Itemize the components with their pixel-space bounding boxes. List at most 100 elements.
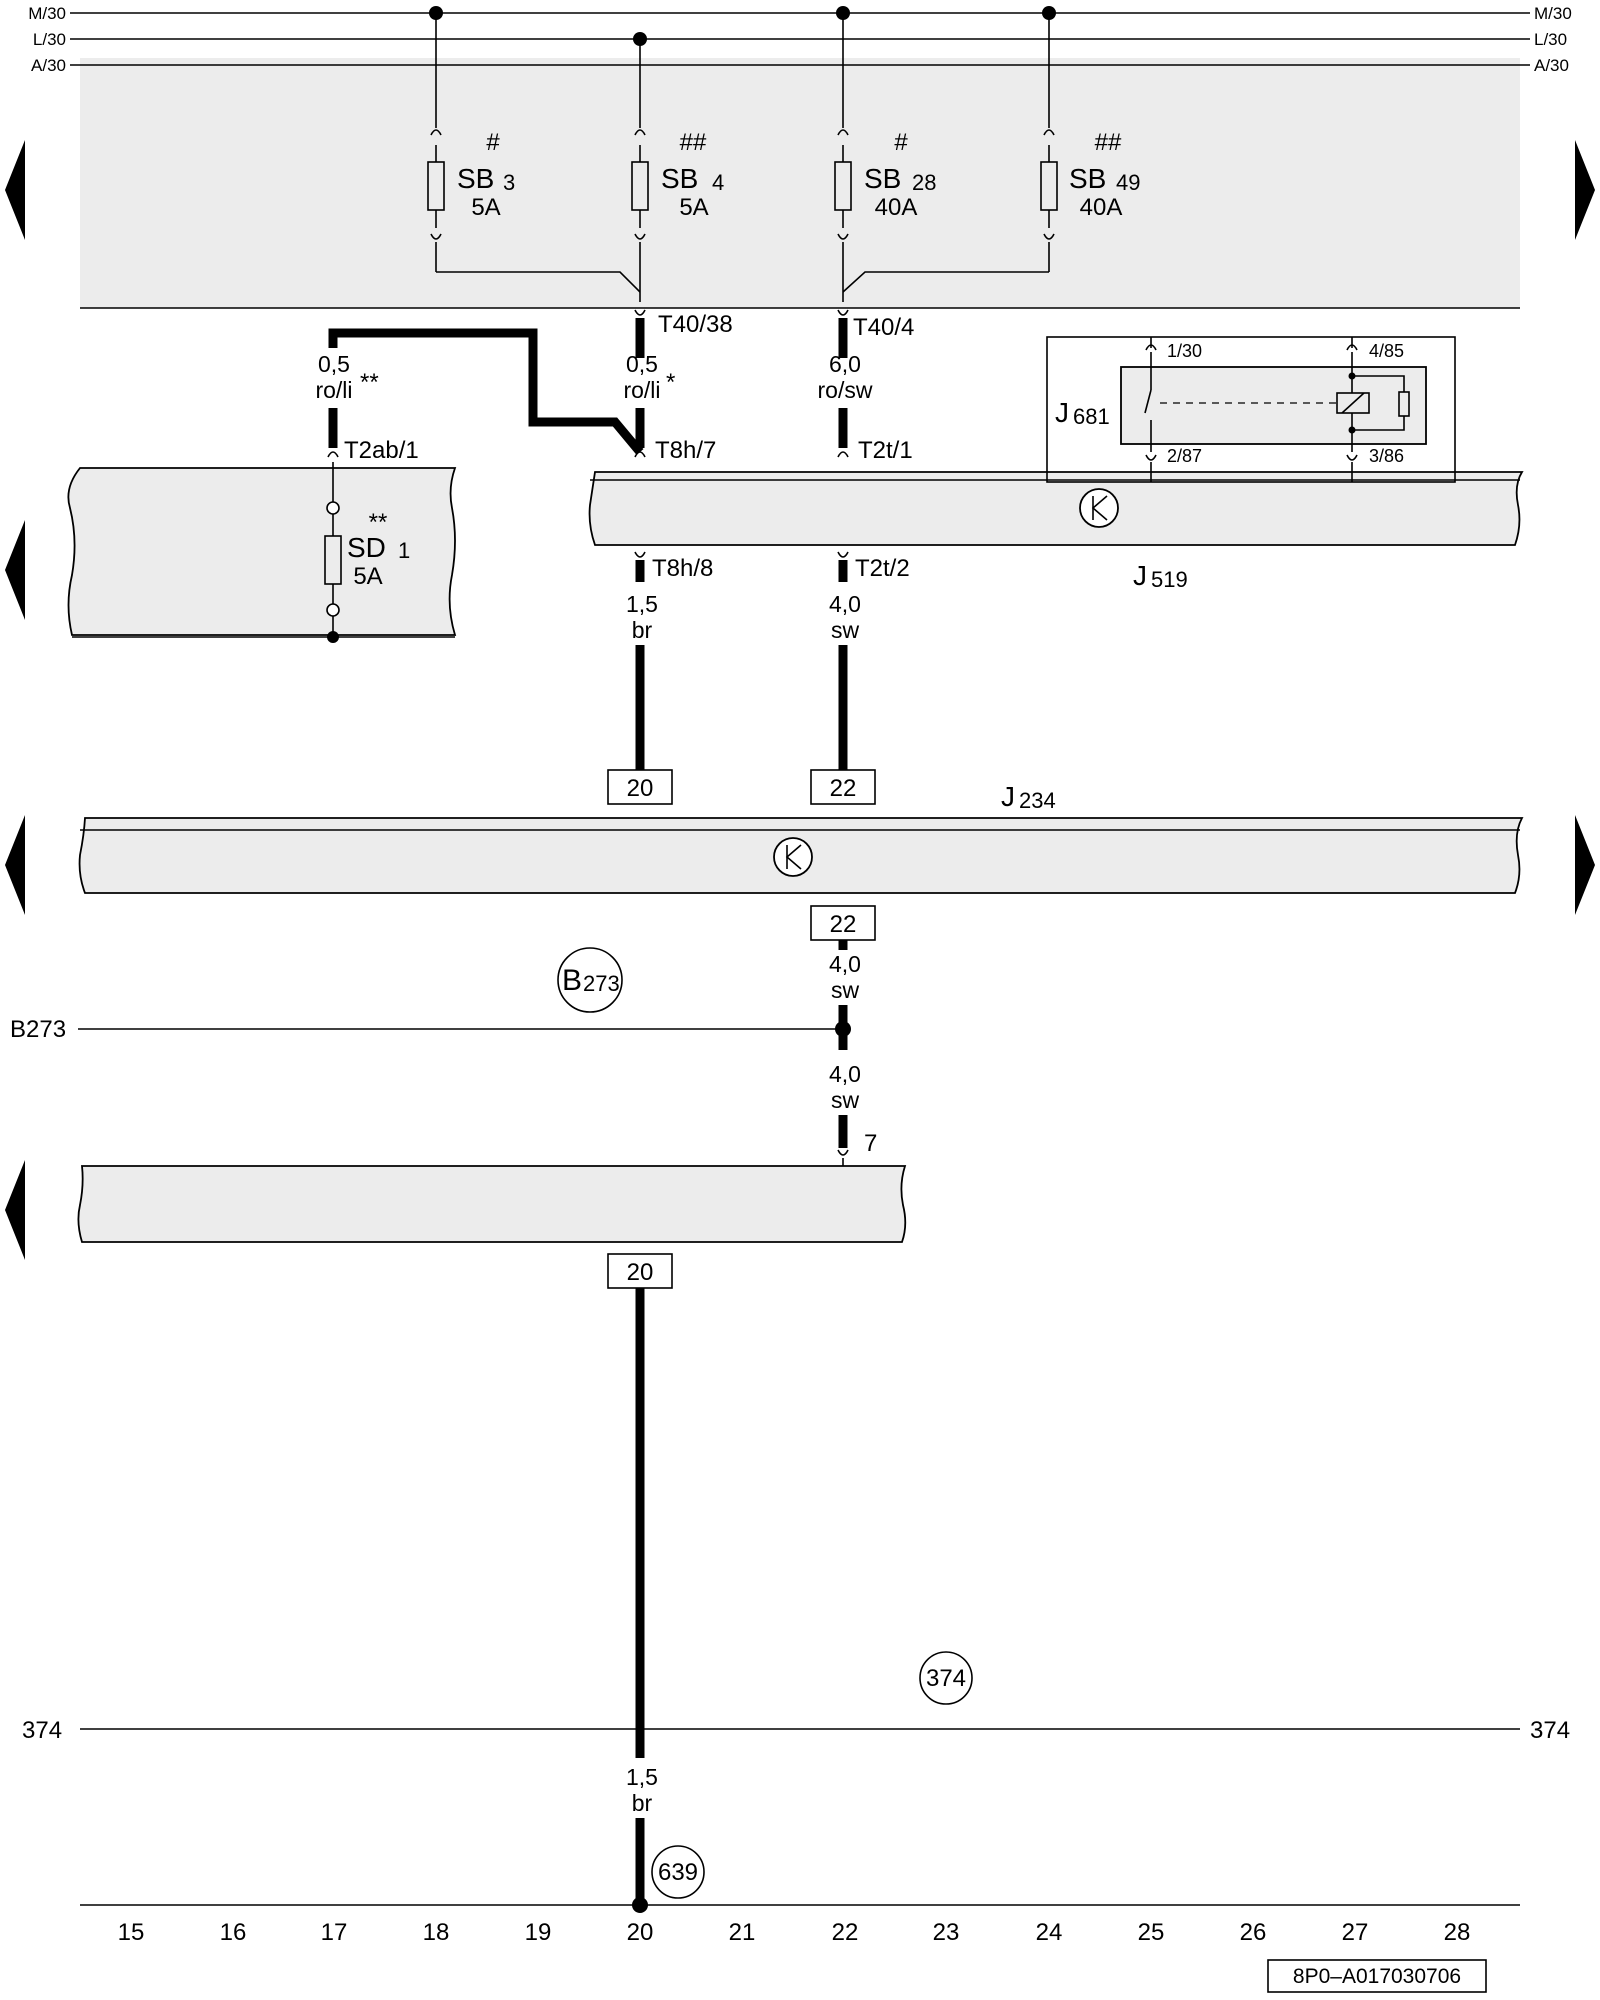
wire-8h7-size: 0,5	[626, 351, 658, 377]
relay-pin-130: 1/30	[1167, 341, 1202, 361]
fuse-sb28: # SB 28 40A	[834, 13, 936, 302]
fuse-sb49: ## SB 49 40A	[1040, 13, 1140, 272]
rail-a30-left: A/30	[31, 56, 66, 75]
coordinate-label: 20	[627, 1919, 654, 1946]
wire-20-color: br	[632, 1790, 653, 1816]
arrow-left-icon	[5, 140, 25, 240]
fuse-sb3: # SB 3 5A	[427, 13, 515, 272]
rail-m30-right: M/30	[1534, 4, 1572, 23]
reference-code: 8P0–A017030706	[1293, 1965, 1461, 1988]
relay-pin-485: 4/85	[1369, 341, 1404, 361]
ground-374-circle	[919, 1651, 973, 1705]
connector-t2t-2: T2t/2	[855, 555, 910, 582]
wire-20-size: 1,5	[626, 1764, 658, 1790]
relay-pin-386: 3/86	[1369, 446, 1404, 466]
wire-2t2-size: 4,0	[829, 591, 861, 617]
relay-j681-name: J	[1055, 397, 1069, 428]
fuse-sb3-name: SB	[457, 163, 494, 194]
coordinate-label: 24	[1036, 1919, 1063, 1946]
fuse-sd1-rating: 5A	[353, 563, 382, 590]
arrow-right-icon	[1575, 815, 1595, 915]
wire-8h8-color: br	[632, 617, 653, 643]
wire-2ab-color: ro/li	[315, 377, 352, 403]
ground-b273-label: B273	[10, 1016, 66, 1043]
wire-22b-color: sw	[831, 1087, 860, 1113]
lower-module	[77, 1165, 907, 1243]
wire-2t1-size: 6,0	[829, 351, 861, 377]
fuse-sb28-index: 28	[912, 170, 936, 195]
box-20-top: 20	[627, 775, 654, 802]
rail-a30-right: A/30	[1534, 56, 1569, 75]
fuse-sd1-mark: **	[369, 509, 388, 536]
wire-22b-size: 4,0	[829, 1061, 861, 1087]
arrow-left-icon	[5, 520, 25, 620]
wire-2t1-color: ro/sw	[818, 377, 873, 403]
module-j519	[588, 471, 1524, 546]
arrow-right-icon	[1575, 140, 1595, 240]
wire-8h8-size: 1,5	[626, 591, 658, 617]
coordinate-label: 28	[1444, 1919, 1471, 1946]
coordinate-label: 18	[423, 1919, 450, 1946]
connector-t40-38: T40/38	[658, 311, 733, 338]
module-j234-index: 234	[1019, 788, 1056, 813]
fuse-sd1-index: 1	[398, 538, 410, 563]
rail-m30-left: M/30	[28, 4, 66, 23]
fuse-sb49-index: 49	[1116, 170, 1140, 195]
ground-639-circle	[651, 1845, 705, 1899]
fuse-sb4: ## SB 4 5A	[631, 39, 724, 302]
arrow-left-icon	[5, 815, 25, 915]
box-20-bottom: 20	[627, 1259, 654, 1286]
fuse-sb3-mark: #	[486, 129, 500, 156]
coordinate-strip: 15 16 17 18 19 20 21 22 23 24 25 26 27 2…	[118, 1919, 1471, 1946]
fuse-sb4-name: SB	[661, 163, 698, 194]
junction-dot	[632, 1897, 648, 1913]
fuse-sb28-rating: 40A	[875, 194, 918, 221]
wire-2t2-color: sw	[831, 617, 860, 643]
fuse-panel	[80, 58, 1520, 308]
coordinate-label: 19	[525, 1919, 552, 1946]
page-arrows	[5, 140, 1595, 1260]
coordinate-label: 17	[321, 1919, 348, 1946]
ground-374-left: 374	[22, 1717, 62, 1744]
left-module	[67, 467, 457, 636]
connector-t2t-1: T2t/1	[858, 437, 913, 464]
module-j519-index: 519	[1151, 567, 1188, 592]
connector-t8h-7: T8h/7	[655, 437, 716, 464]
connector-t2ab-1: T2ab/1	[344, 437, 419, 464]
fuse-sb49-rating: 40A	[1080, 194, 1123, 221]
coordinate-label: 23	[933, 1919, 960, 1946]
reference-box	[1267, 1959, 1487, 1993]
fuse-sb28-mark: #	[894, 129, 908, 156]
coordinate-label: 25	[1138, 1919, 1165, 1946]
fuse-sb4-rating: 5A	[679, 194, 708, 221]
ground-b273-circle-main: B	[562, 964, 582, 997]
module-j519-name: J	[1133, 560, 1147, 591]
relay-j681: 1/30 4/85 2/87 3/86 J 681	[1046, 336, 1456, 483]
fuse-sb49-mark: ##	[1095, 129, 1122, 156]
arrow-left-icon	[5, 1160, 25, 1260]
fuse-sb4-mark: ##	[680, 129, 707, 156]
connector-t8h-8: T8h/8	[652, 555, 713, 582]
junction-dot	[835, 1021, 851, 1037]
fuse-sb28-name: SB	[864, 163, 901, 194]
coordinate-label: 15	[118, 1919, 145, 1946]
fuse-sb4-index: 4	[712, 170, 724, 195]
ground-374-circle-label: 374	[926, 1665, 966, 1692]
rail-l30-right: L/30	[1534, 30, 1567, 49]
fuse-sd1: ** SD 1 5A	[324, 462, 410, 643]
fuse-sb3-rating: 5A	[471, 194, 500, 221]
box-22-top: 22	[830, 775, 857, 802]
coordinate-label: 21	[729, 1919, 756, 1946]
control-unit-icon	[1079, 488, 1119, 528]
ground-b273-circle-sub: 273	[583, 971, 620, 996]
fuse-sb3-index: 3	[503, 170, 515, 195]
relay-j681-index: 681	[1073, 404, 1110, 429]
fuse-sb49-name: SB	[1069, 163, 1106, 194]
coordinate-label: 22	[832, 1919, 859, 1946]
wire-22a-color: sw	[831, 977, 860, 1003]
wire-8h7-color: ro/li	[623, 377, 660, 403]
fuse-sd1-name: SD	[347, 532, 386, 563]
ground-374-right: 374	[1530, 1717, 1570, 1744]
control-unit-icon	[773, 837, 813, 877]
